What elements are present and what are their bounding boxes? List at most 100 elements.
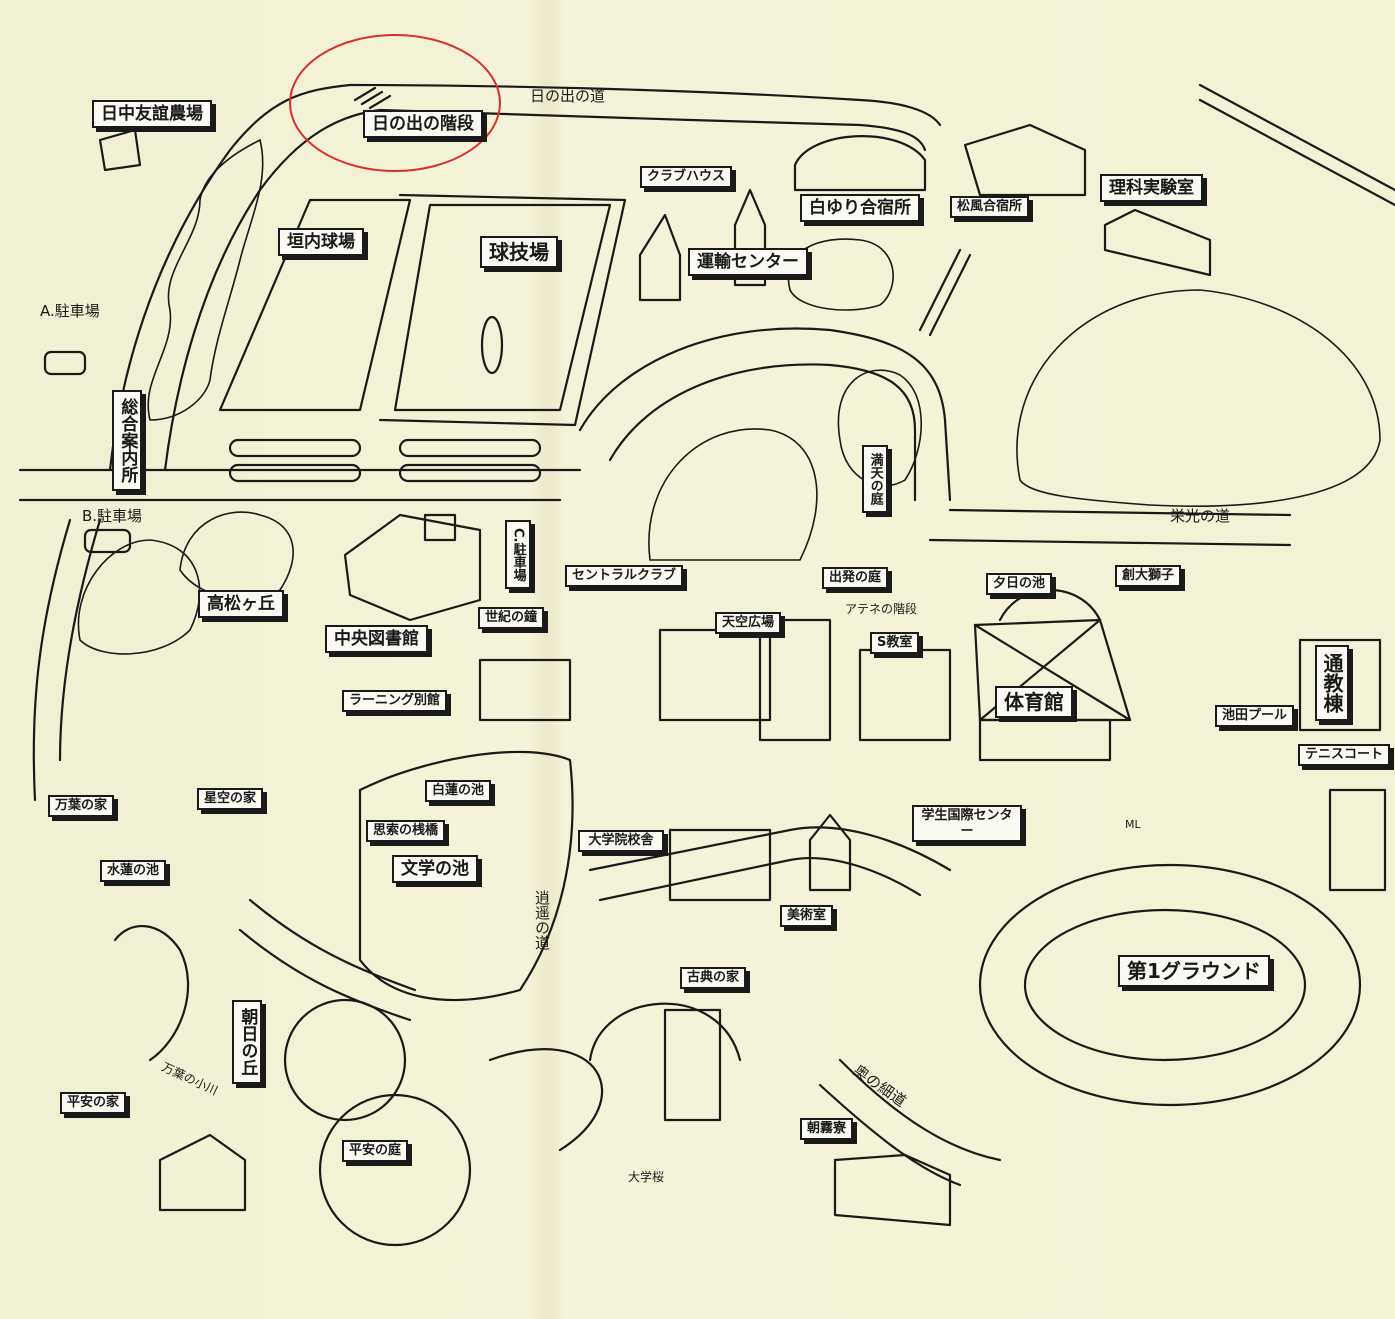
label-nicchu-farm: 日中友誼農場 [92, 100, 212, 129]
label-shofu-camp: 松風合宿所 [950, 196, 1030, 218]
label-mantens-garden: 満天の庭 [862, 445, 888, 513]
label-central-library: 中央図書館 [325, 625, 428, 654]
label-parking-a: A.駐車場 [40, 302, 100, 320]
shofu-stairs [918, 248, 972, 337]
asahi-hill-circle [283, 998, 407, 1122]
planter-2 [228, 463, 362, 483]
graduate-school-building [668, 828, 772, 902]
label-daigaku-zakura: 大学桜 [628, 1170, 665, 1184]
track-inner [1023, 908, 1307, 1062]
planter-3 [398, 438, 542, 458]
label-kakiuchi-field: 垣内球場 [278, 228, 364, 257]
label-science-lab: 理科実験室 [1100, 174, 1203, 203]
label-heian-house: 平安の家 [60, 1092, 127, 1114]
label-tennis-court: テニスコート [1298, 744, 1391, 766]
tennis-court-box [1328, 788, 1387, 892]
label-club-house: クラブハウス [640, 166, 733, 188]
road-eiko [948, 508, 1292, 517]
label-shisaku-bridge: 思索の桟橋 [366, 820, 446, 842]
label-art-room: 美術室 [780, 905, 834, 927]
car-a [43, 350, 87, 376]
road-eiko-inner [928, 538, 1292, 547]
label-first-ground: 第1グラウンド [1118, 955, 1270, 987]
label-shirayuri-camp: 白ゆり合宿所 [800, 194, 920, 223]
label-ikeda-pool: 池田プール [1215, 705, 1295, 727]
bungaku-pond-outline [358, 750, 574, 1002]
road-middle-loop [578, 327, 952, 502]
label-athene-stairs: アテネの階段 [845, 602, 918, 616]
label-learning-annex: ラーニング別館 [342, 690, 448, 712]
track-outer [978, 863, 1362, 1107]
label-parking-b: B.駐車場 [82, 507, 143, 525]
road-hinode [348, 83, 942, 127]
heian-house-building [158, 1133, 247, 1212]
heian-garden-circle [318, 1093, 472, 1247]
label-graduate-school: 大学院校舎 [578, 830, 664, 852]
field-kyugijo [393, 203, 612, 412]
road-central-south [588, 826, 952, 872]
kotenn-house-circle [588, 1002, 742, 1062]
trees-left-mid [179, 511, 294, 599]
label-shuppatsu-garden: 出発の庭 [822, 567, 889, 589]
label-info-center: 総合案内所 [112, 390, 143, 491]
label-unyu-center: 運輸センター [688, 248, 808, 277]
library-tower [423, 513, 457, 542]
trees-northeast [1016, 289, 1381, 507]
label-hoshizora-house: 星空の家 [197, 788, 264, 810]
main-building-left [658, 628, 772, 722]
road-west-lower [32, 518, 72, 802]
hinode-stairs-hatch [353, 86, 392, 110]
planter-1 [228, 438, 362, 458]
label-seiki-bell: 世紀の鐘 [478, 607, 545, 629]
road-central-south-2 [598, 856, 922, 902]
label-intl-center: 学生国際センター [912, 805, 1022, 843]
west-path [238, 928, 412, 1022]
art-room-building [808, 813, 852, 892]
tree-row-west [147, 138, 264, 421]
label-hinode-stairs: 日の出の階段 [363, 110, 483, 139]
label-hinode-road: 日の出の道 [530, 87, 606, 105]
label-heian-garden: 平安の庭 [342, 1140, 409, 1162]
road-outer-west-inner [163, 108, 382, 472]
tsukyo-building-box [1298, 638, 1382, 732]
shirayuri-building [793, 135, 927, 192]
label-asagiri-dorm: 朝霧寮 [800, 1118, 854, 1140]
label-yuhi-pond: 夕日の池 [986, 573, 1053, 595]
gymnasium-roof-x1 [973, 623, 1132, 722]
label-manyo-house: 万葉の家 [48, 795, 115, 817]
label-shoyo-road: 逍遥の道 [533, 890, 551, 950]
club-house-building [638, 213, 682, 302]
label-takamatsu-hill: 高松ヶ丘 [198, 590, 284, 619]
label-s-classroom: S教室 [870, 632, 920, 654]
learning-annex-building [478, 658, 572, 722]
road-oku-2 [818, 1083, 962, 1187]
shofu-building [963, 123, 1087, 197]
planter-4 [398, 463, 542, 483]
label-byakuren-pond: 白蓮の池 [425, 780, 492, 802]
trees-center [648, 428, 818, 561]
gymnasium-base [978, 718, 1112, 762]
library-building [343, 513, 482, 622]
field-kakiuchi [218, 198, 412, 412]
boundary-northeast-2 [1198, 98, 1395, 207]
label-eiko-road: 栄光の道 [1170, 507, 1231, 525]
label-asahi-hill: 朝日の丘 [232, 1000, 263, 1084]
west-path-2 [248, 898, 417, 992]
road-oku [838, 1058, 1002, 1162]
road-middle-loop-inner [608, 363, 917, 502]
label-bungaku-pond: 文学の池 [392, 855, 478, 884]
highlight-circle [289, 34, 501, 172]
label-sodai-lion: 創大獅子 [1115, 565, 1182, 587]
road-outer-west [108, 83, 352, 472]
asagiri-dorm-building [833, 1153, 952, 1227]
car-b [83, 528, 132, 554]
road-west-lower-2 [58, 518, 102, 762]
label-suiren-pond: 水蓮の池 [100, 860, 167, 882]
label-central-club: セントラルクラブ [565, 565, 684, 587]
s-classroom-building [858, 648, 952, 742]
suiren-pond-outline [113, 925, 190, 1062]
farm-silo [98, 128, 142, 172]
boundary-northeast [1198, 83, 1395, 192]
label-parking-c: C.駐車場 [505, 520, 531, 590]
